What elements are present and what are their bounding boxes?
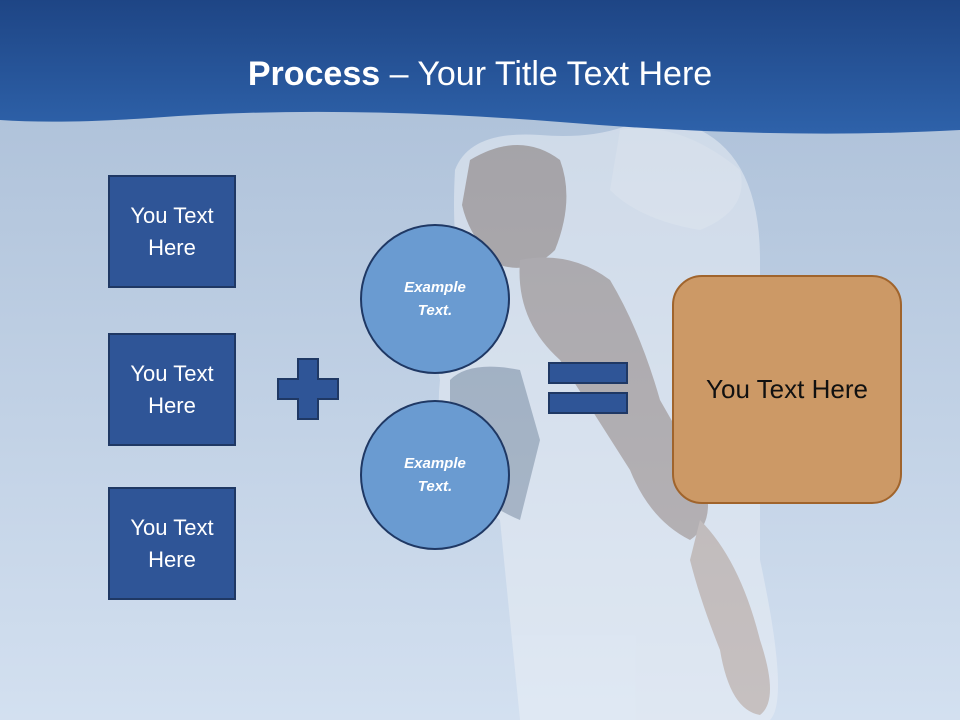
circle-1-label: Example Text. <box>404 279 466 319</box>
text-box-2-label: You Text Here <box>130 360 214 418</box>
text-box-3[interactable]: You Text Here <box>108 487 236 600</box>
slide-title-bold: Process <box>247 55 381 93</box>
slide-title-rest: – Your Title Text Here <box>380 55 713 93</box>
plus-icon <box>277 358 339 420</box>
text-box-3-label: You Text Here <box>130 514 214 572</box>
circle-2[interactable]: Example Text. <box>360 400 510 550</box>
text-box-1[interactable]: You Text Here <box>108 175 236 288</box>
text-box-1-label: You Text Here <box>130 202 214 260</box>
circle-2-label: Example Text. <box>404 455 466 495</box>
slide-title: Process – Your Title Text Here <box>0 52 960 96</box>
result-box-label: You Text Here <box>706 374 868 404</box>
equals-icon <box>548 362 628 414</box>
result-box[interactable]: You Text Here <box>672 275 902 504</box>
circle-1[interactable]: Example Text. <box>360 224 510 374</box>
text-box-2[interactable]: You Text Here <box>108 333 236 446</box>
